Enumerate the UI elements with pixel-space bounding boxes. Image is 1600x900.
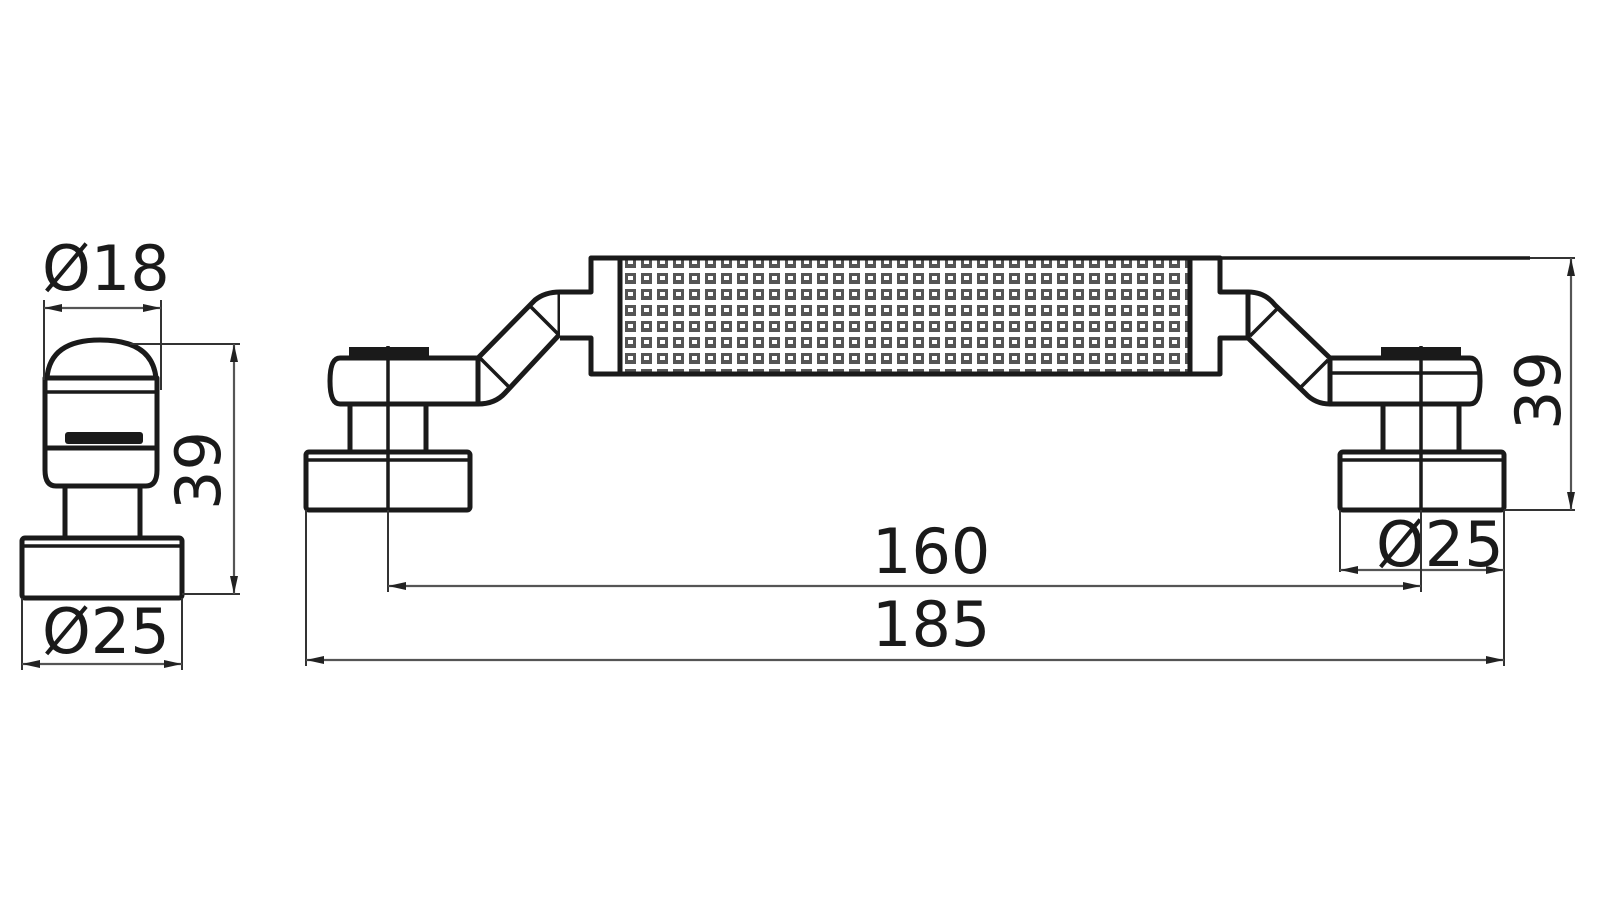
center-distance-label: 160 <box>872 515 990 588</box>
front-view: 39 Ø25 160 185 <box>303 255 1575 666</box>
left-arm <box>327 355 481 407</box>
side-view-top-diameter-label: Ø18 <box>42 232 170 305</box>
knurled-grip <box>617 255 1193 377</box>
right-connector <box>1245 289 1333 407</box>
overall-length-label: 185 <box>872 588 990 661</box>
side-view: Ø18 39 Ø25 <box>19 232 240 670</box>
front-view-height-label: 39 <box>1502 351 1575 430</box>
front-view-base-diameter-label: Ø25 <box>1376 508 1504 581</box>
left-connector <box>475 289 563 407</box>
right-grip-cap <box>1187 255 1248 377</box>
right-arm <box>1327 355 1483 407</box>
side-view-base-diameter-label: Ø25 <box>42 595 170 668</box>
left-grip-cap <box>560 255 623 377</box>
side-view-height-label: 39 <box>162 431 235 510</box>
side-view-dome <box>44 337 159 381</box>
side-view-base <box>19 535 185 601</box>
side-view-plate <box>65 432 143 444</box>
